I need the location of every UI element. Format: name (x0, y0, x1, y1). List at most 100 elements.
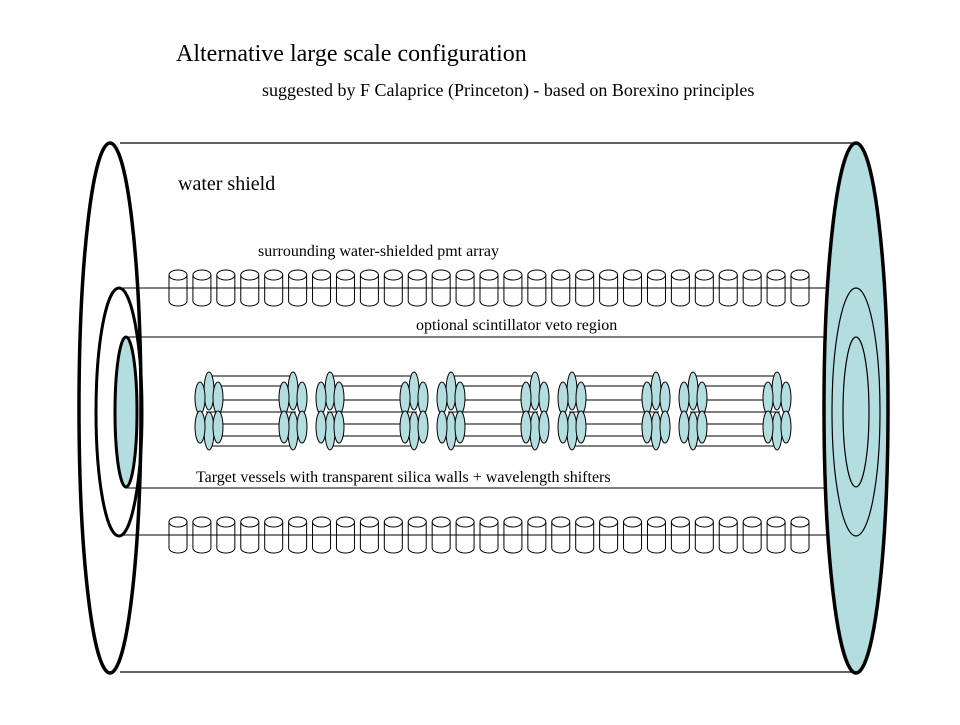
vessel-end-right-lower-inner (278, 410, 290, 444)
vessel-end-left-lower-inner (575, 410, 587, 444)
pmt (407, 269, 427, 307)
pmt (575, 269, 595, 307)
pmt-top-face (503, 269, 523, 281)
vessel-end-left-lower-front (436, 410, 448, 444)
pmt-bottom-arc (312, 547, 332, 554)
pmt (192, 516, 212, 554)
veto-cylinder-right-end (842, 336, 870, 488)
pmt-bottom-arc (623, 300, 643, 307)
pmt (455, 269, 475, 307)
pmt-top-face (551, 516, 571, 528)
pmt (168, 269, 188, 307)
vessel-end-right-lower-back (287, 411, 299, 451)
vessel-end-right-lower-front (780, 410, 792, 444)
pmt-top-face (790, 269, 810, 281)
pmt-top-face (742, 516, 762, 528)
pmt (479, 269, 499, 307)
outer-cylinder (77, 141, 890, 675)
pmt-bottom-arc (383, 547, 403, 554)
water-shield-label: water shield (178, 173, 275, 195)
pmt (790, 516, 810, 554)
target-vessel (194, 371, 308, 451)
pmt (288, 269, 308, 307)
pmt-bottom-arc (479, 547, 499, 554)
pmt-bottom-arc (288, 300, 308, 307)
vessel-end-right-upper-front (780, 381, 792, 415)
vessel-end-right-upper-inner (762, 381, 774, 415)
pmt-bottom-arc (264, 547, 284, 554)
pmt (790, 269, 810, 307)
vessel-end-right-upper-back (287, 371, 299, 411)
pmt-bottom-arc (359, 547, 379, 554)
vessel-end-left-upper-back (687, 371, 699, 411)
vessel-end-left-upper-back (203, 371, 215, 411)
pmt-bottom-arc (551, 547, 571, 554)
pmt-bottom-arc (431, 547, 451, 554)
vessel-end-left-upper-inner (696, 381, 708, 415)
pmt-bottom-arc (407, 547, 427, 554)
pmt-bottom-arc (527, 547, 547, 554)
pmt (383, 269, 403, 307)
vessel-end-left-upper-inner (454, 381, 466, 415)
pmt-top-face (646, 516, 666, 528)
pmt (742, 516, 762, 554)
pmt-top-face (694, 516, 714, 528)
vessel-end-right-upper-inner (278, 381, 290, 415)
pmt-top-face (288, 269, 308, 281)
pmt (599, 269, 619, 307)
pmt-top-face (431, 516, 451, 528)
target-vessel (436, 371, 550, 451)
pmt-top-face (431, 269, 451, 281)
vessel-end-left-lower-front (315, 410, 327, 444)
pmt-top-face (264, 269, 284, 281)
pmt-bottom-arc (623, 547, 643, 554)
pmt-bottom-arc (431, 300, 451, 307)
vessel-end-left-lower-front (557, 410, 569, 444)
pmt-bottom-arc (455, 547, 475, 554)
pmt-bottom-arc (335, 547, 355, 554)
pmt-bottom-arc (168, 300, 188, 307)
pmt-row-top (168, 269, 810, 307)
diagram-subtitle: suggested by F Calaprice (Princeton) - b… (262, 80, 754, 101)
pmt-bottom-arc (527, 300, 547, 307)
pmt-top-face (240, 269, 260, 281)
vessel-end-left-lower-inner (696, 410, 708, 444)
pmt-bottom-arc (455, 300, 475, 307)
target-vessel (557, 371, 671, 451)
pmt-bottom-arc (312, 300, 332, 307)
vessel-end-left-upper-front (194, 381, 206, 415)
pmt-bottom-arc (599, 547, 619, 554)
pmt-top-face (694, 269, 714, 281)
vessel-end-right-upper-back (771, 371, 783, 411)
vessel-end-right-lower-front (296, 410, 308, 444)
pmt (670, 269, 690, 307)
pmt (623, 269, 643, 307)
pmt (264, 516, 284, 554)
pmt-top-face (312, 516, 332, 528)
pmt (359, 269, 379, 307)
pmt-bottom-arc (670, 300, 690, 307)
vessel-end-right-upper-back (529, 371, 541, 411)
pmt-top-face (335, 516, 355, 528)
pmt (527, 269, 547, 307)
vessel-end-left-lower-inner (212, 410, 224, 444)
veto-cylinder (113, 335, 870, 489)
pmt-cylinder-right-end (831, 287, 881, 537)
pmt-bottom-arc (694, 547, 714, 554)
pmt-top-face (623, 516, 643, 528)
pmt-bottom-arc (383, 300, 403, 307)
pmt-top-face (742, 269, 762, 281)
pmt (288, 516, 308, 554)
vessel-end-right-lower-inner (762, 410, 774, 444)
pmt-top-face (168, 269, 188, 281)
vessel-end-left-upper-inner (212, 381, 224, 415)
pmt-bottom-arc (766, 547, 786, 554)
pmt (670, 516, 690, 554)
pmt-top-face (718, 269, 738, 281)
pmt-bottom-arc (216, 547, 236, 554)
pmt-top-face (479, 516, 499, 528)
pmt-top-face (216, 516, 236, 528)
vessel-end-left-lower-back (324, 411, 336, 451)
pmt-top-face (264, 516, 284, 528)
